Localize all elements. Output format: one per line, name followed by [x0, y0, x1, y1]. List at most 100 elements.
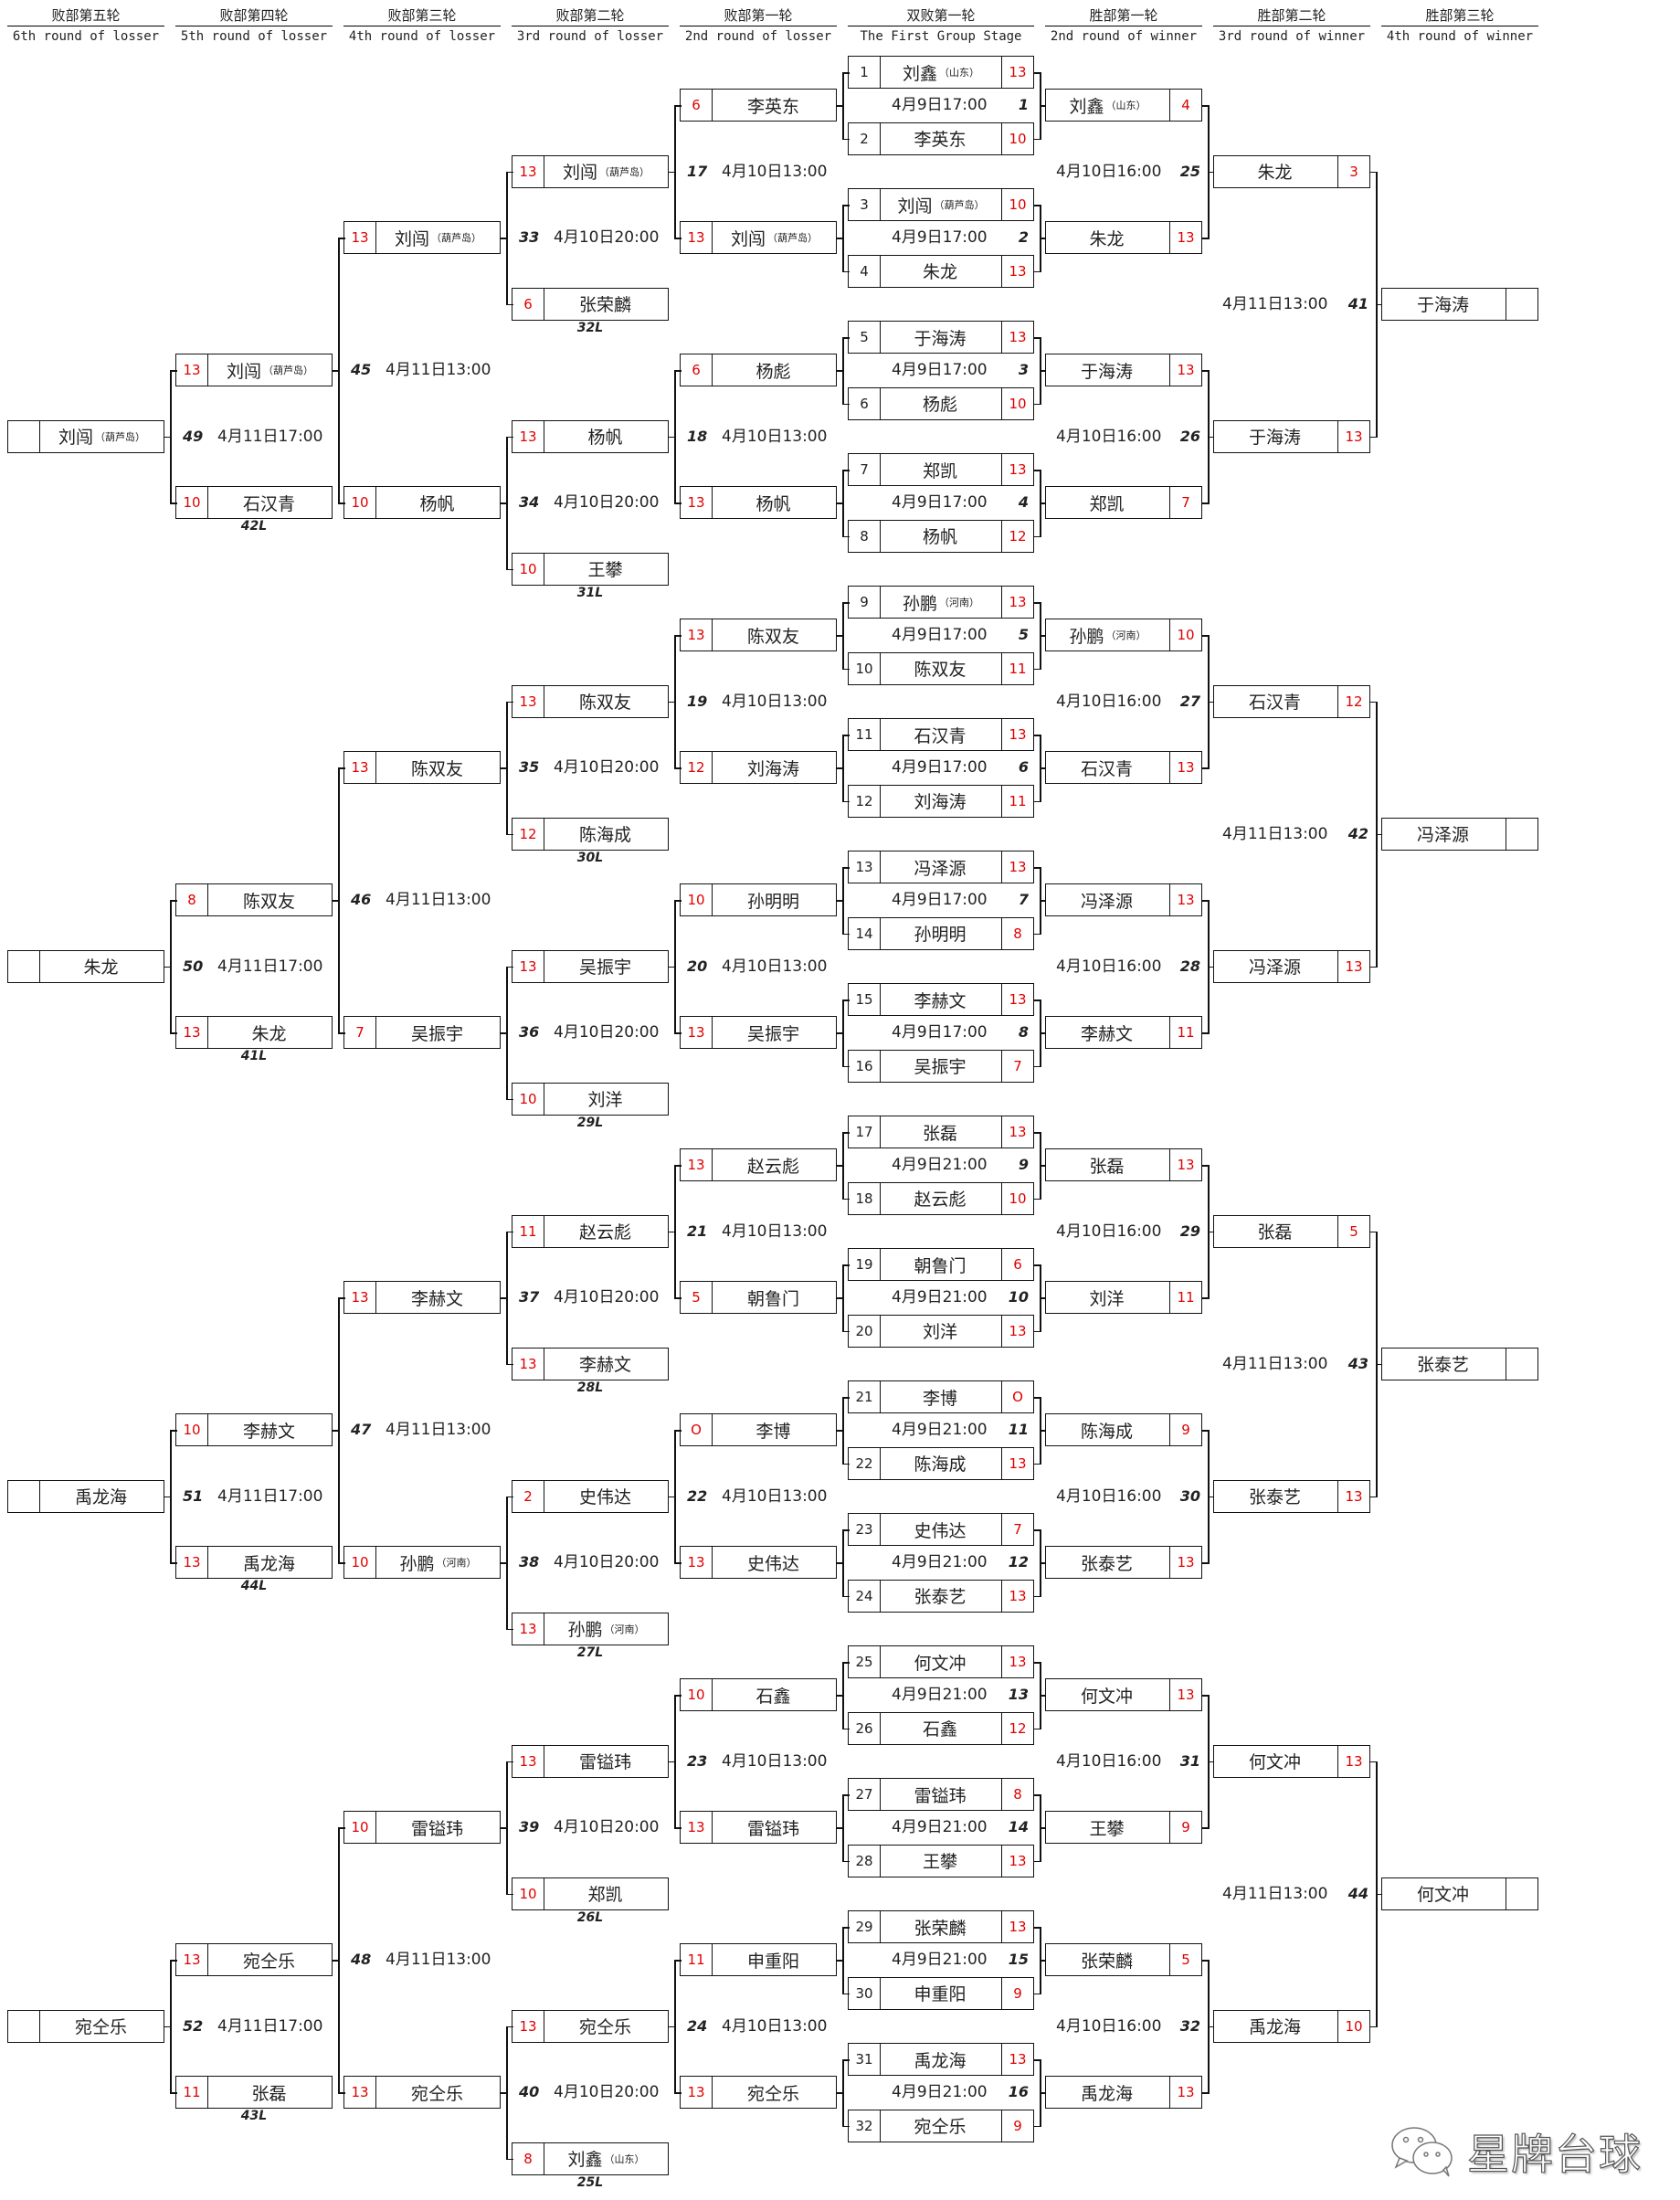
- player-slot[interactable]: 禹龙海: [7, 1479, 164, 1513]
- player-slot[interactable]: 宛仝乐: [7, 2009, 164, 2043]
- player-slot[interactable]: 何文冲: [1381, 1877, 1538, 1910]
- player-slot[interactable]: 于海涛: [1381, 287, 1538, 321]
- player-slot[interactable]: 孙鹏（河南）10: [1045, 619, 1202, 652]
- player-slot[interactable]: 刘闯（葫芦岛）: [7, 419, 164, 453]
- player-slot[interactable]: 朱龙: [7, 949, 164, 983]
- player-slot[interactable]: 刘鑫（山东）4: [1045, 89, 1202, 122]
- player-slot[interactable]: 张泰艺: [1381, 1347, 1538, 1380]
- player-slot[interactable]: 冯泽源: [1381, 817, 1538, 851]
